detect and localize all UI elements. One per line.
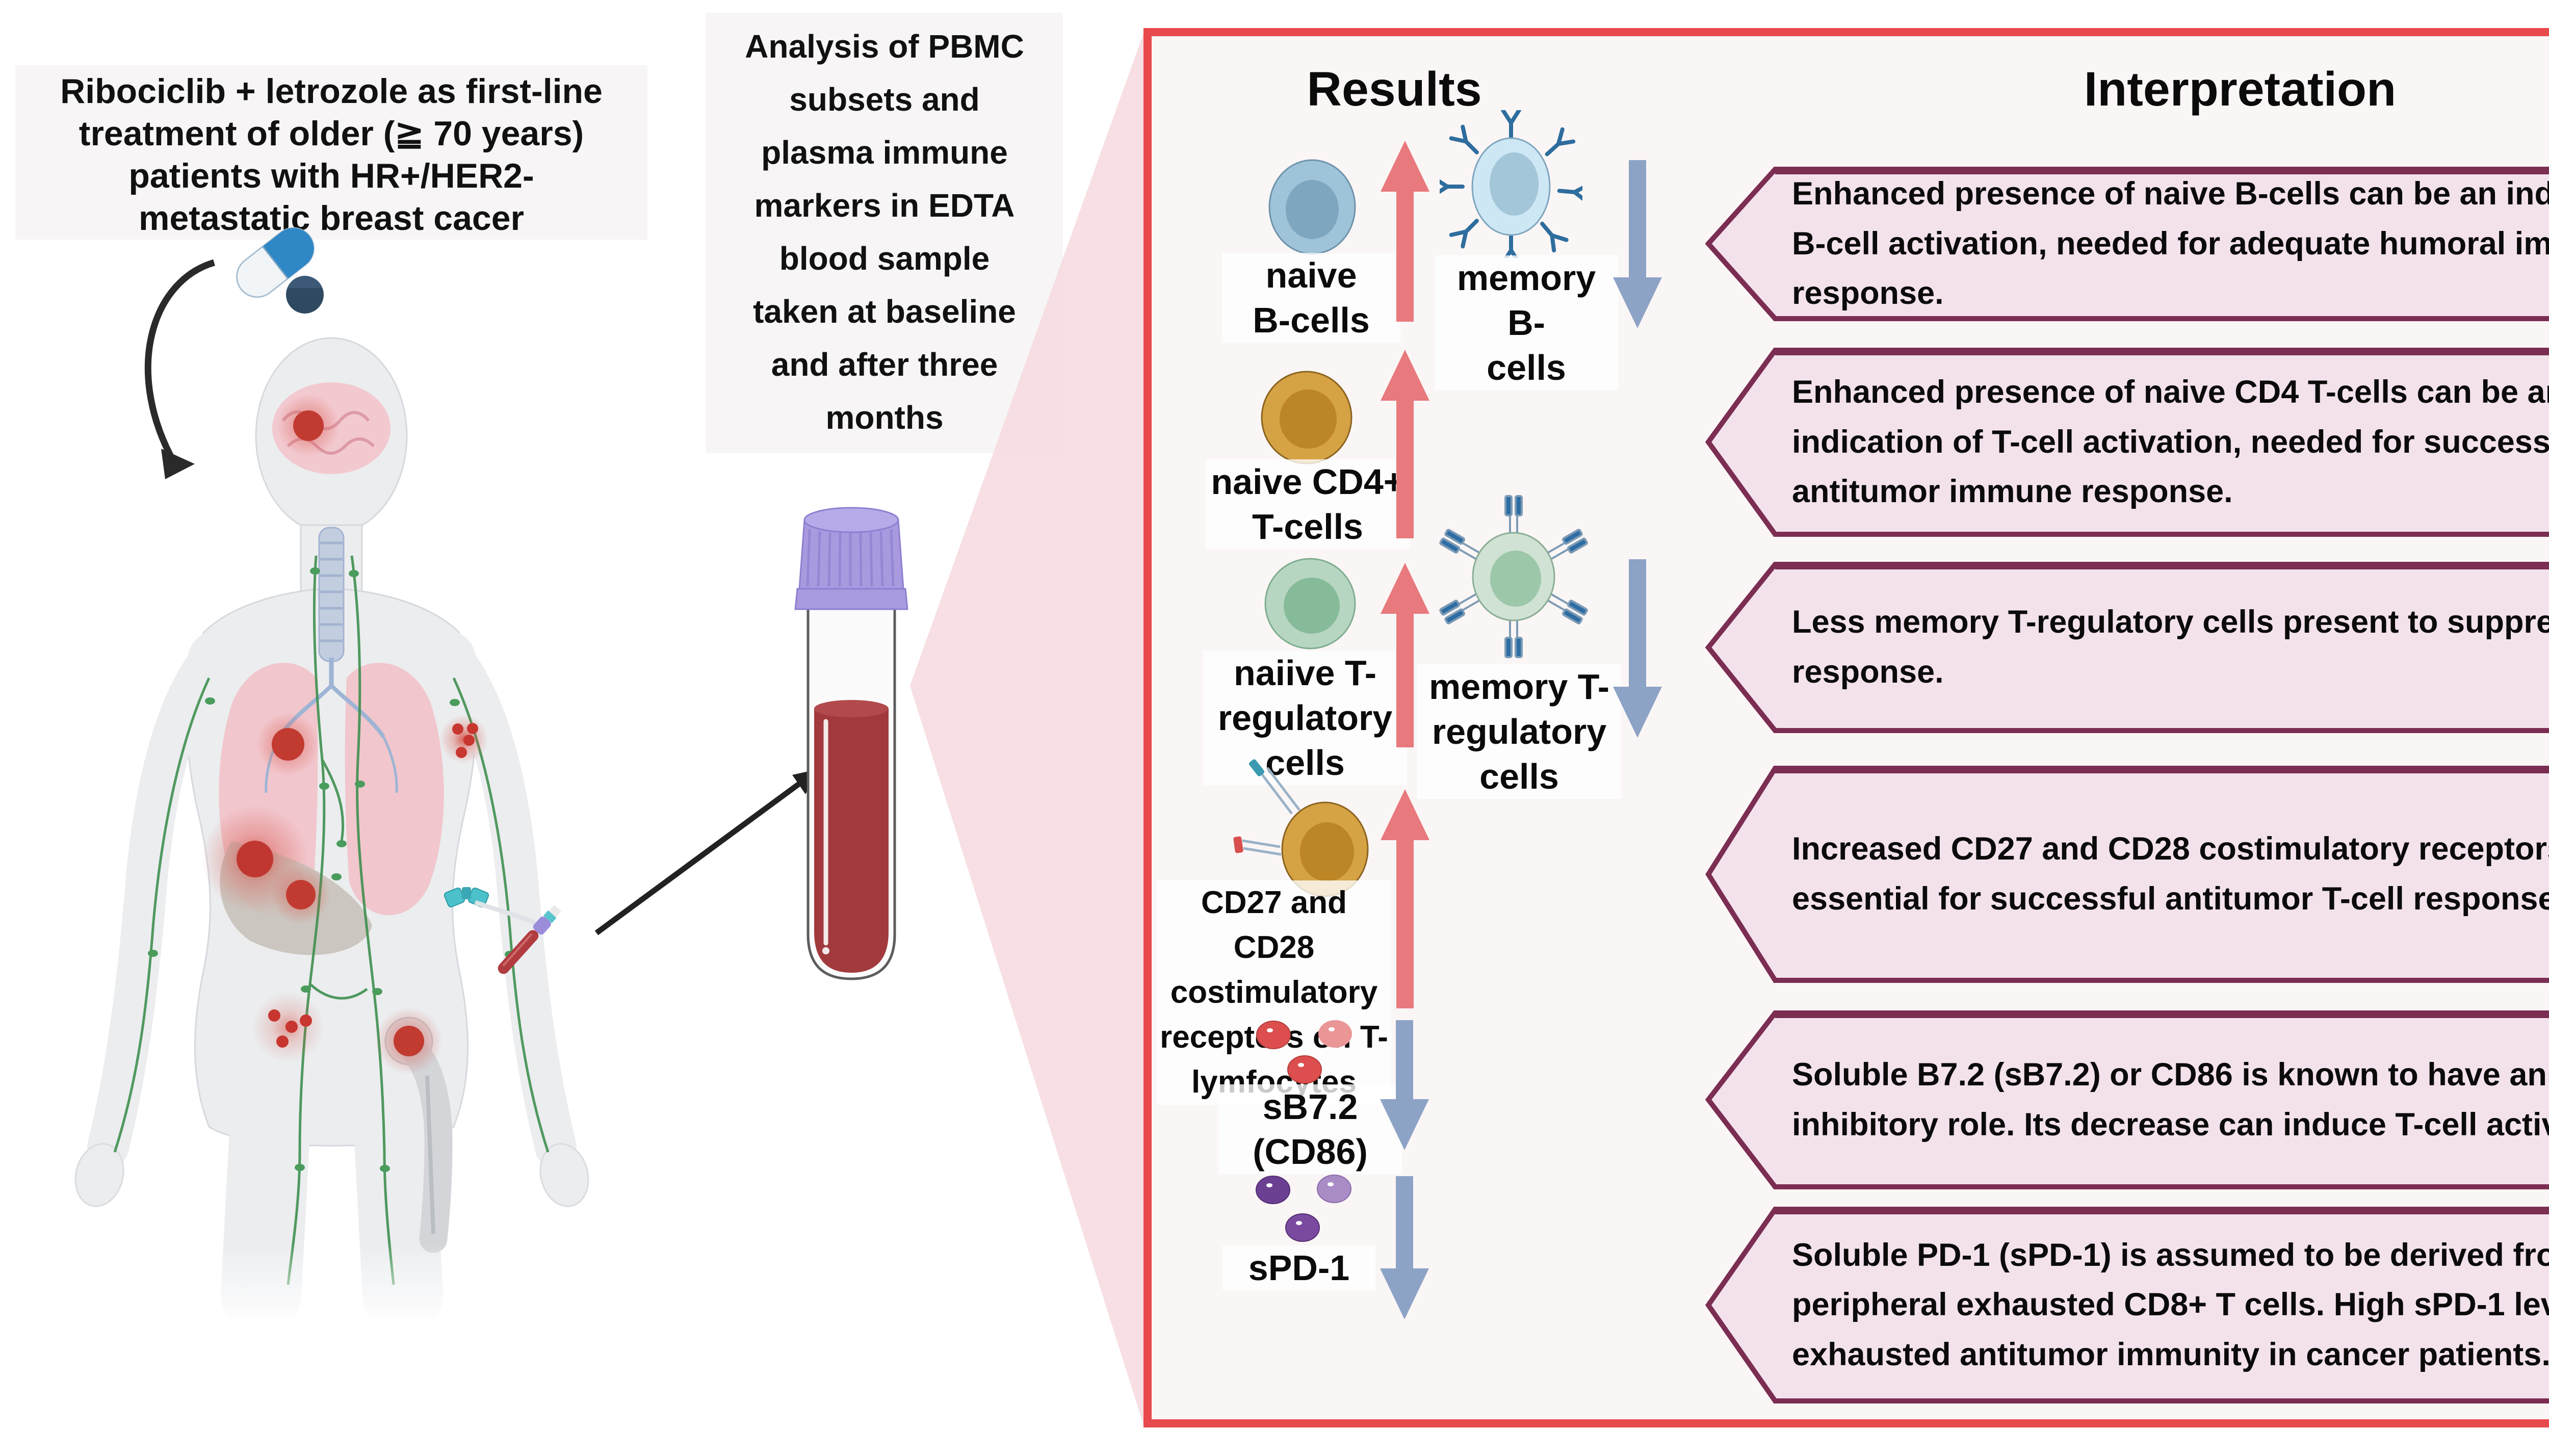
trachea-icon: [318, 527, 345, 662]
memory-b-cell-icon: [1440, 110, 1582, 258]
naive-cd4-t-cells-label: naive CD4+ T-cells: [1206, 459, 1410, 549]
naive-t-regulatory-cells-label: naiive T- regulatory cells: [1203, 651, 1407, 785]
interpretation-text: Enhanced presence of naive CD4 T-cells c…: [1792, 374, 2549, 510]
decrease-arrow-icon: [1380, 1020, 1429, 1150]
interpretation-text: Increased CD27 and CD28 costimulatory re…: [1792, 831, 2549, 917]
pill-icon: [236, 227, 324, 314]
body-fade: [31, 1244, 642, 1325]
patient-body-illustration: [31, 337, 642, 1325]
interpretation-text: Less memory T-regulatory cells present t…: [1792, 604, 2549, 690]
edta-blood-tube-icon: [794, 507, 908, 980]
t-lymphocyte-costimulatory-receptors-icon: [1233, 759, 1369, 897]
capsule-icon: [236, 227, 315, 298]
study-title: Ribociclib + letrozole as first-line tre…: [15, 65, 647, 240]
pennant-shape: [1705, 1207, 2549, 1403]
memory-t-regulatory-cell-icon: [1439, 495, 1588, 658]
pennant-shape: [1705, 562, 2549, 733]
pennant-shape: [1705, 766, 2549, 983]
memory-t-regulatory-cells-label: memory T- regulatory cells: [1417, 664, 1621, 799]
naive-b-cell-icon: [1268, 159, 1356, 255]
decrease-arrow-icon: [1380, 1176, 1429, 1319]
blood-collection-tube-icon: [498, 905, 561, 974]
interpretation-text: Enhanced presence of naive B-cells can b…: [1792, 176, 2549, 311]
results-header: Results: [1307, 62, 1482, 116]
naive-b-cells-label: naive B-cells: [1222, 253, 1400, 343]
interpretation-box: Less memory T-regulatory cells present t…: [1705, 561, 2549, 734]
decrease-arrow-icon: [1613, 559, 1662, 738]
sample-analysis-note: Analysis of PBMC subsets and plasma immu…: [706, 13, 1063, 453]
spd1-molecules-icon: [1256, 1175, 1351, 1242]
pennant-shape: [1705, 167, 2549, 321]
zoom-beam: [910, 33, 1143, 1425]
results-panel: Results Interpretation naive B-cells mem…: [1143, 28, 2549, 1427]
interpretation-header: Interpretation: [2084, 62, 2397, 116]
butterfly-needle-icon: [444, 887, 544, 930]
spd1-label: sPD-1: [1223, 1245, 1375, 1290]
interpretation-text: Soluble B7.2 (sB7.2) or CD86 is known to…: [1792, 1056, 2549, 1142]
interpretation-box: Soluble B7.2 (sB7.2) or CD86 is known to…: [1705, 1009, 2549, 1190]
sb72-cd86-label: sB7.2 (CD86): [1218, 1084, 1402, 1174]
interpretation-box: Increased CD27 and CD28 costimulatory re…: [1705, 765, 2549, 984]
tablet-icon: [286, 276, 324, 314]
interpretation-box: Enhanced presence of naive CD4 T-cells c…: [1705, 347, 2549, 538]
increase-arrow-icon: [1381, 563, 1429, 747]
pennant-shape: [1705, 1010, 2549, 1189]
decrease-arrow-icon: [1613, 160, 1662, 328]
lymph-nodes-icon: [148, 567, 515, 1172]
tumor-sites-icon: [201, 394, 488, 1075]
naive-t-regulatory-cell-icon: [1264, 558, 1356, 649]
curved-arrow-icon: [144, 259, 215, 479]
increase-arrow-icon: [1381, 141, 1429, 322]
interpretation-text: Soluble PD-1 (sPD-1) is assumed to be de…: [1792, 1237, 2549, 1372]
tube-cap-icon: [794, 507, 908, 610]
naive-cd4-t-cell-icon: [1261, 371, 1352, 464]
body-silhouette: [74, 337, 589, 1325]
sb72-molecules-icon: [1256, 1020, 1352, 1084]
memory-b-cells-label: memory B- cells: [1435, 255, 1618, 390]
increase-arrow-icon: [1381, 350, 1429, 538]
interpretation-box: Soluble PD-1 (sPD-1) is assumed to be de…: [1705, 1206, 2549, 1405]
interpretation-box: Enhanced presence of naive B-cells can b…: [1705, 166, 2549, 322]
pennant-shape: [1705, 348, 2549, 537]
increase-arrow-icon: [1381, 789, 1429, 1008]
